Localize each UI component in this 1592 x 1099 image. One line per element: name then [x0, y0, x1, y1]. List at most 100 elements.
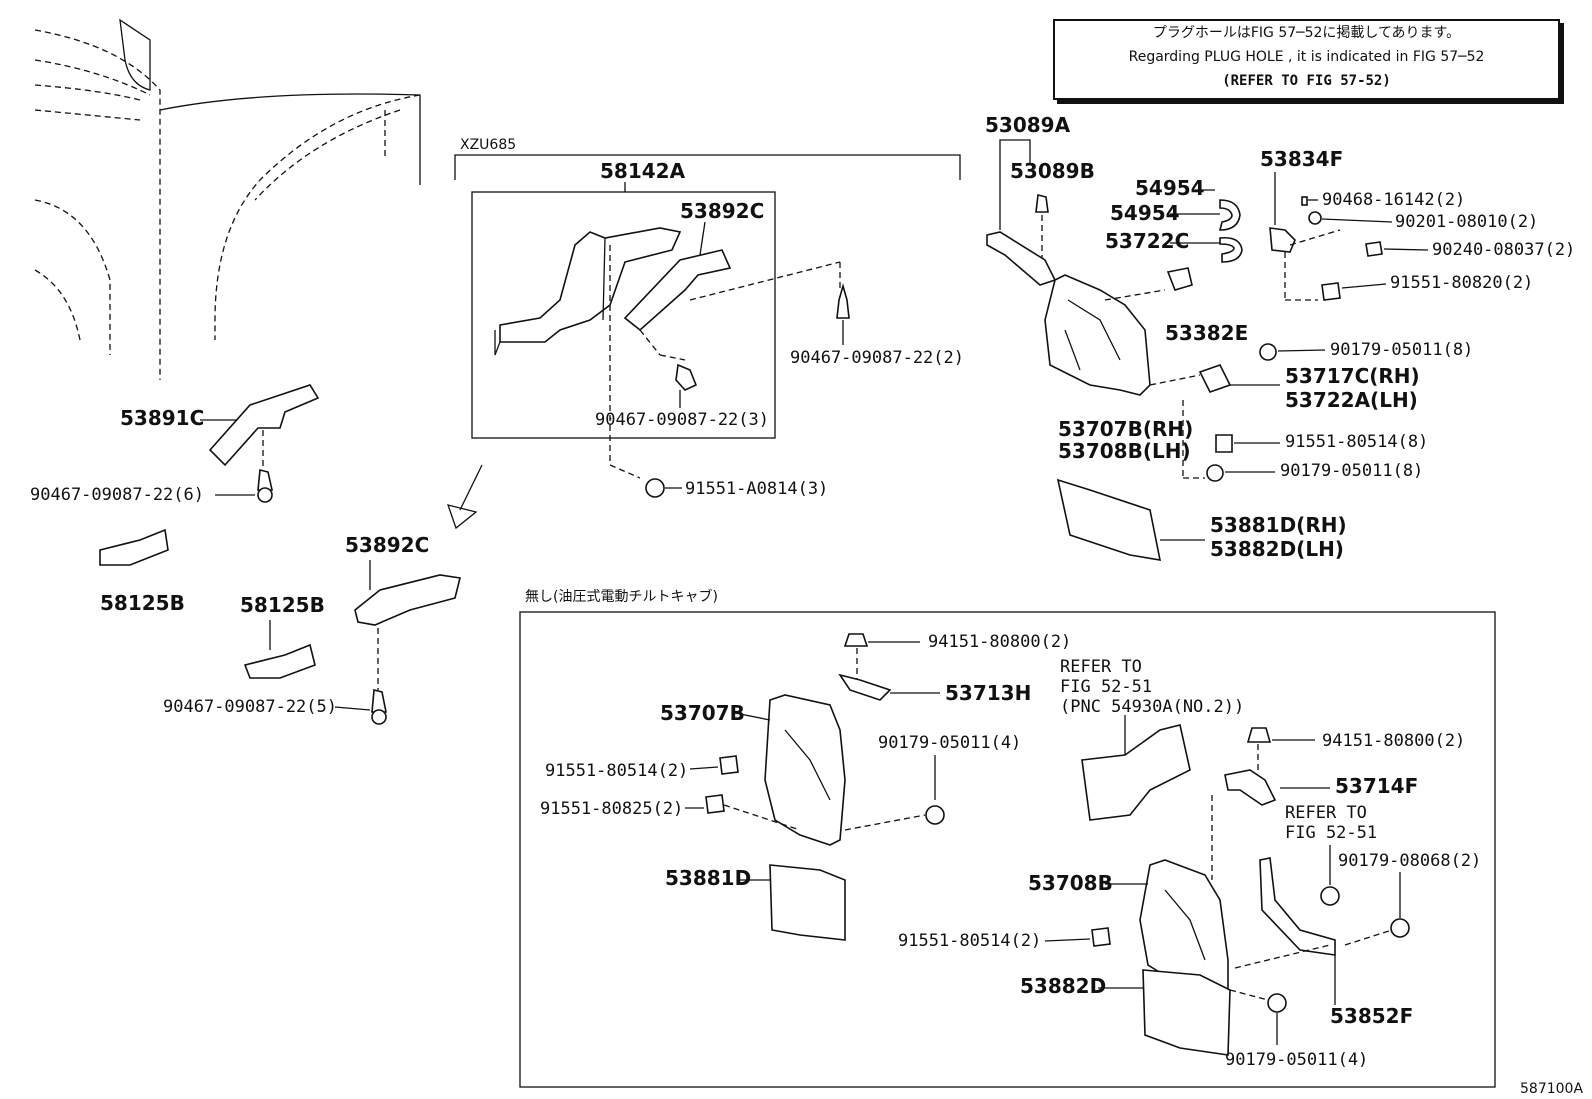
part-label-53882D-LH: 53882D(LH) [1210, 537, 1344, 561]
part-label-54954-lower: 54954 [1110, 201, 1180, 225]
spacer-58125B-middle [243, 643, 316, 679]
part-label-90179-4-right: 90179-05011(4) [1225, 1050, 1368, 1070]
bolt-91551-80820 [1321, 282, 1341, 301]
spacer-58125B-left [99, 528, 169, 566]
clip-90467-3 [675, 363, 698, 391]
part-label-53089B: 53089B [1010, 159, 1095, 183]
part-label-53722A-LH: 53722A(LH) [1285, 388, 1418, 412]
note-line-japanese: プラグホールはFIG 57─52に掲載してあります。 [1152, 25, 1461, 41]
bracket-53714F [1224, 769, 1277, 806]
bolt-91551-80825 [705, 794, 725, 814]
bolt-91551-80514-2-left [719, 755, 739, 775]
mudguard-stay-53892C-lower [354, 574, 461, 626]
part-label-90179-08068: 90179-08068(2) [1338, 851, 1481, 871]
truck-body-outline [34, 18, 421, 380]
note-line-refer: (REFER TO FIG 57-52) [1222, 73, 1391, 89]
part-label-53852F: 53852F [1330, 1004, 1413, 1028]
assembly-box-58142A [471, 191, 776, 439]
mudguard-stay-53891C [208, 384, 320, 467]
part-label-53089A: 53089A [985, 113, 1071, 137]
part-label-91551-80825: 91551-80825(2) [540, 799, 683, 819]
ref-pnc-line3: (PNC 54930A(NO.2)) [1060, 697, 1244, 717]
part-label-90467-5: 90467-09087-22(5) [163, 697, 337, 717]
part-label-91551-80820: 91551-80820(2) [1390, 273, 1533, 293]
part-label-53834F: 53834F [1260, 147, 1343, 171]
bolt-90240 [1365, 241, 1383, 257]
direction-arrow [446, 464, 483, 530]
part-label-90467-6: 90467-09087-22(6) [30, 485, 204, 505]
bolt-53382E [1166, 267, 1193, 291]
part-label-94151-right: 94151-80800(2) [1322, 731, 1465, 751]
mudguard-stay-53892C-upper [623, 249, 732, 332]
clip-90467-5 [371, 688, 387, 713]
mudflap-53881D-53882D [1056, 478, 1162, 561]
part-label-90179-4-left: 90179-05011(4) [878, 733, 1021, 753]
ref-pnc-line2: FIG 52-51 [1060, 677, 1152, 697]
part-label-91551-80514-2-right: 91551-80514(2) [898, 931, 1041, 951]
figure-id: 587100A [1520, 1081, 1583, 1097]
part-label-53722C: 53722C [1105, 229, 1189, 253]
mudguard-53707B-lower [764, 694, 846, 846]
xzu-group-bracket [454, 154, 961, 180]
note-line-english: Regarding PLUG HOLE , it is indicated in… [1128, 49, 1485, 65]
part-label-90467-3: 90467-09087-22(3) [595, 410, 769, 430]
part-label-53891C: 53891C [120, 406, 204, 430]
part-label-91551-80514-2-left: 91551-80514(2) [545, 761, 688, 781]
part-label-53892C-upper: 53892C [680, 199, 764, 223]
part-label-53717C-RH: 53717C(RH) [1285, 364, 1420, 388]
nut-90179-8-lower [1206, 464, 1224, 482]
part-label-90240: 90240-08037(2) [1432, 240, 1575, 260]
part-label-53881D-RH: 53881D(RH) [1210, 513, 1347, 537]
group-label-tilt-cab: 無し(油圧式電動チルトキャブ) [525, 588, 718, 605]
stay-53852F [1259, 857, 1336, 956]
part-label-90468: 90468-16142(2) [1322, 190, 1465, 210]
nut-94151-left [843, 633, 869, 647]
bolt-91551-A0814 [645, 478, 665, 498]
nut-90179-4-right [1267, 993, 1287, 1013]
part-label-94151-left: 94151-80800(2) [928, 632, 1071, 652]
part-label-53892C-lower: 53892C [345, 533, 429, 557]
part-label-90179-8-upper: 90179-05011(8) [1330, 340, 1473, 360]
part-label-53714F: 53714F [1335, 774, 1418, 798]
nut-90179-4-left [925, 805, 945, 825]
part-label-91551-A0814: 91551-A0814(3) [685, 479, 828, 499]
ref-fig-line2: FIG 52-51 [1285, 823, 1377, 843]
bracket-53834F [1269, 227, 1296, 253]
mudguard-53707B-RH [1044, 274, 1151, 396]
nut-90179-8-upper [1259, 343, 1277, 361]
part-label-91551-80514-8: 91551-80514(8) [1285, 432, 1428, 452]
part-label-53708B-lower: 53708B [1028, 871, 1113, 895]
reference-note-box: プラグホールはFIG 57─52に掲載してあります。 Regarding PLU… [1053, 19, 1560, 100]
nut-94151-right [1246, 727, 1272, 743]
bolt-91551-80514-2-right [1091, 927, 1111, 947]
nut-90179-08068 [1390, 918, 1410, 938]
bracket-53713H [838, 673, 892, 701]
part-label-53707B-lower: 53707B [660, 701, 745, 725]
mudflap-53882D [1142, 969, 1231, 1056]
part-label-53881D: 53881D [665, 866, 751, 890]
stay-53089A [986, 231, 1057, 286]
mudflap-53881D [769, 864, 846, 941]
part-label-58142A: 58142A [600, 159, 686, 183]
clamp-53722C [1219, 236, 1243, 263]
part-label-53708B-LH: 53708B(LH) [1058, 439, 1191, 463]
part-label-58125B-middle: 58125B [240, 593, 325, 617]
ref-fig-line1: REFER TO [1285, 803, 1367, 823]
pin-90468 [1301, 196, 1308, 206]
part-label-53382E: 53382E [1165, 321, 1248, 345]
part-label-53713H: 53713H [945, 681, 1031, 705]
bracket-53717C [1198, 364, 1232, 393]
clip-90467-2 [836, 283, 850, 319]
clip-53089B [1035, 194, 1049, 213]
part-label-90467-2: 90467-09087-22(2) [790, 348, 964, 368]
nut-refer-fig [1320, 886, 1340, 906]
clip-90467-6 [257, 468, 273, 491]
washer-90201 [1308, 211, 1322, 225]
group-label-xzu685: XZU685 [460, 137, 516, 153]
part-label-53707B-RH: 53707B(RH) [1058, 417, 1193, 441]
ref-pnc-line1: REFER TO [1060, 657, 1142, 677]
bracket-part-58142A [499, 227, 682, 343]
bracket-pnc-54930A [1081, 724, 1191, 821]
part-label-54954-upper: 54954 [1135, 176, 1205, 200]
